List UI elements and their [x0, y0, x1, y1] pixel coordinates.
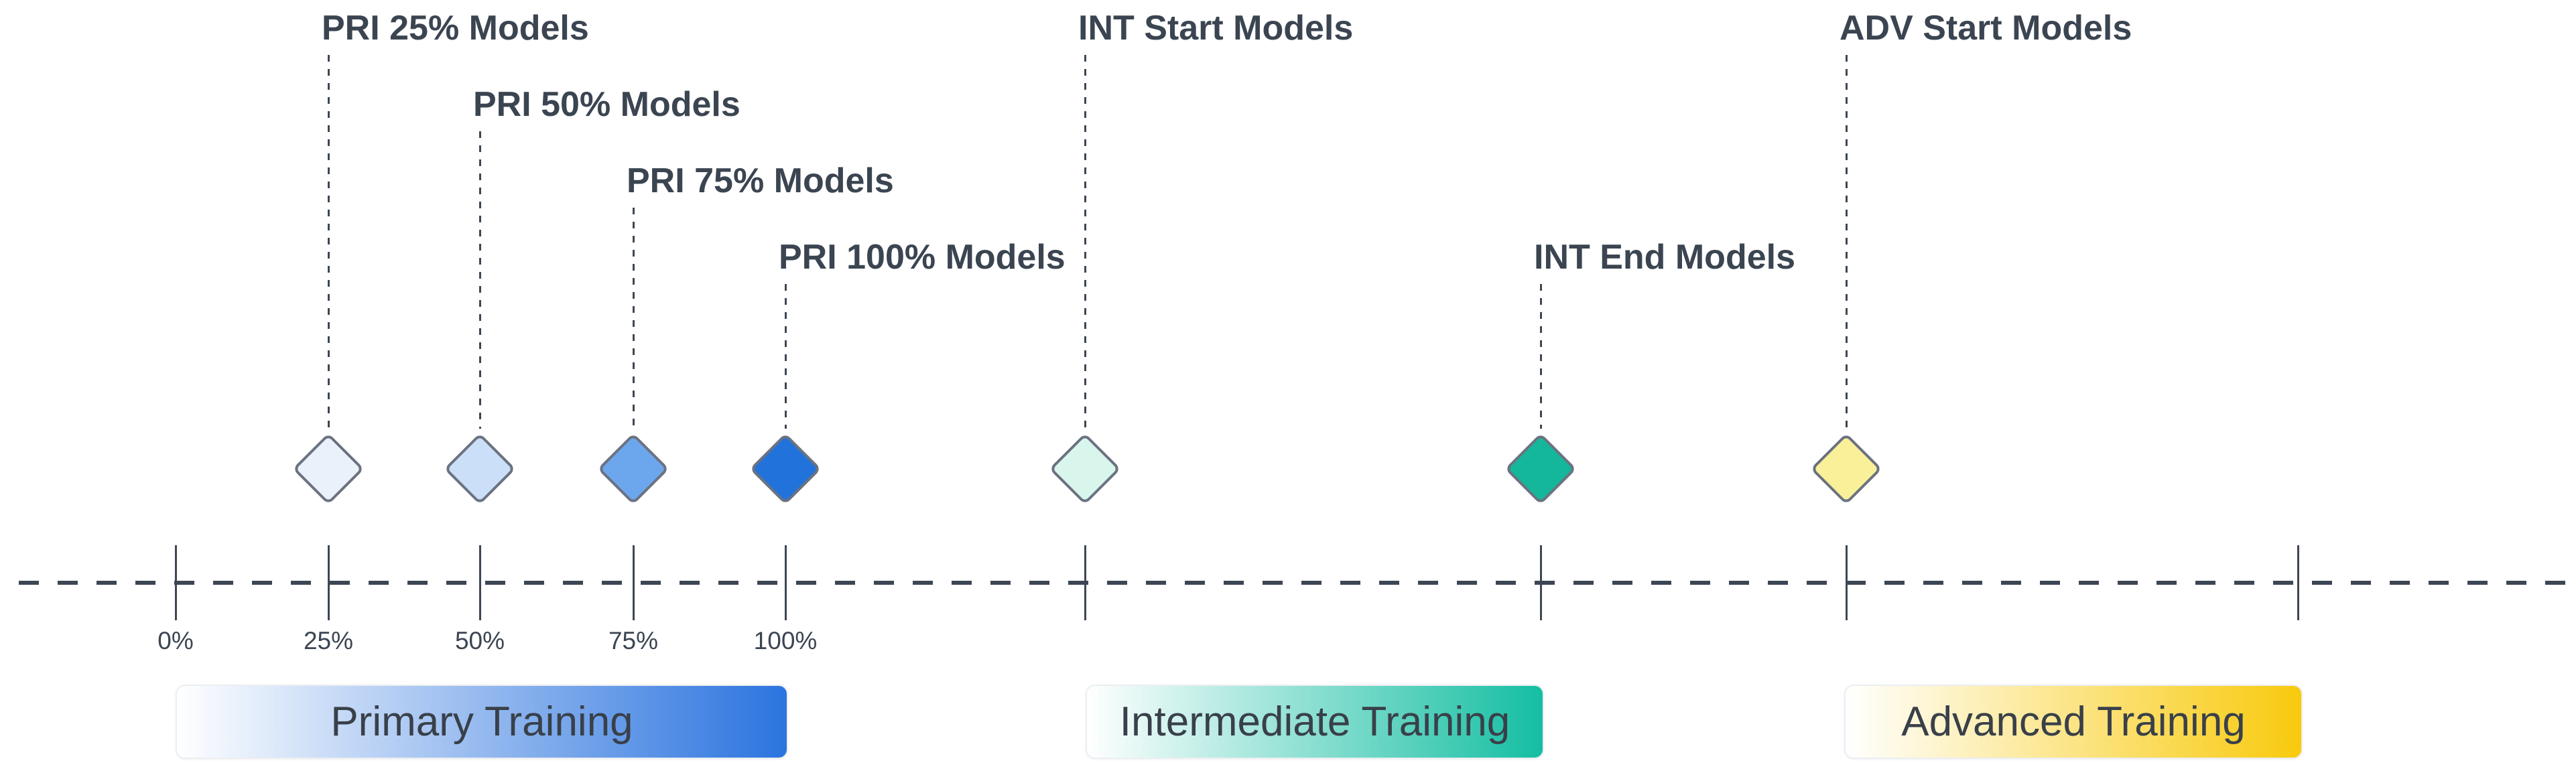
- phase-label-primary-training: Primary Training: [330, 698, 633, 745]
- phase-bar-intermediate-training: Intermediate Training: [1086, 685, 1544, 759]
- phase-label-advanced-training: Advanced Training: [1901, 698, 2246, 745]
- axis-tick: [1084, 545, 1086, 620]
- marker-label-int-start-models: INT Start Models: [1078, 9, 1354, 48]
- milestone-diamond-pri-50-models: [444, 433, 516, 505]
- dotted-drop-line-pri-25-models: [328, 55, 330, 429]
- axis-tick-75pct: [633, 545, 635, 620]
- timeline-dashed-axis: [19, 581, 2565, 585]
- axis-tick-label-50pct: 50%: [454, 627, 505, 654]
- axis-tick-label-100pct: 100%: [753, 627, 818, 654]
- milestone-diamond-int-end-models: [1504, 433, 1577, 505]
- axis-tick: [2297, 545, 2299, 620]
- phase-bar-advanced-training: Advanced Training: [1844, 685, 2303, 759]
- axis-tick-50pct: [479, 545, 481, 620]
- phase-bar-primary-training: Primary Training: [176, 685, 788, 759]
- marker-label-pri-25-models: PRI 25% Models: [322, 9, 589, 48]
- axis-tick-100pct: [785, 545, 787, 620]
- axis-tick-25pct: [328, 545, 330, 620]
- axis-tick-label-75pct: 75%: [608, 627, 659, 654]
- dotted-drop-line-pri-100-models: [785, 284, 787, 429]
- milestone-diamond-int-start-models: [1049, 433, 1121, 505]
- marker-label-pri-50-models: PRI 50% Models: [473, 85, 740, 124]
- dotted-drop-line-pri-50-models: [479, 131, 481, 429]
- dotted-drop-line-adv-start-models: [1846, 55, 1848, 429]
- dotted-drop-line-pri-75-models: [633, 208, 635, 429]
- marker-label-pri-100-models: PRI 100% Models: [779, 238, 1066, 277]
- axis-tick: [1540, 545, 1542, 620]
- milestone-diamond-pri-75-models: [597, 433, 669, 505]
- axis-tick-label-25pct: 25%: [303, 627, 354, 654]
- marker-label-int-end-models: INT End Models: [1534, 238, 1795, 277]
- phase-label-intermediate-training: Intermediate Training: [1119, 698, 1510, 745]
- milestone-diamond-adv-start-models: [1810, 433, 1882, 505]
- milestone-diamond-pri-100-models: [749, 433, 822, 505]
- axis-tick: [1846, 545, 1848, 620]
- dotted-drop-line-int-end-models: [1540, 284, 1542, 429]
- milestone-diamond-pri-25-models: [292, 433, 365, 505]
- dotted-drop-line-int-start-models: [1084, 55, 1086, 429]
- marker-label-pri-75-models: PRI 75% Models: [627, 161, 894, 200]
- marker-label-adv-start-models: ADV Start Models: [1840, 9, 2132, 48]
- axis-tick-label-0pct: 0%: [157, 627, 194, 654]
- axis-tick-0pct: [175, 545, 177, 620]
